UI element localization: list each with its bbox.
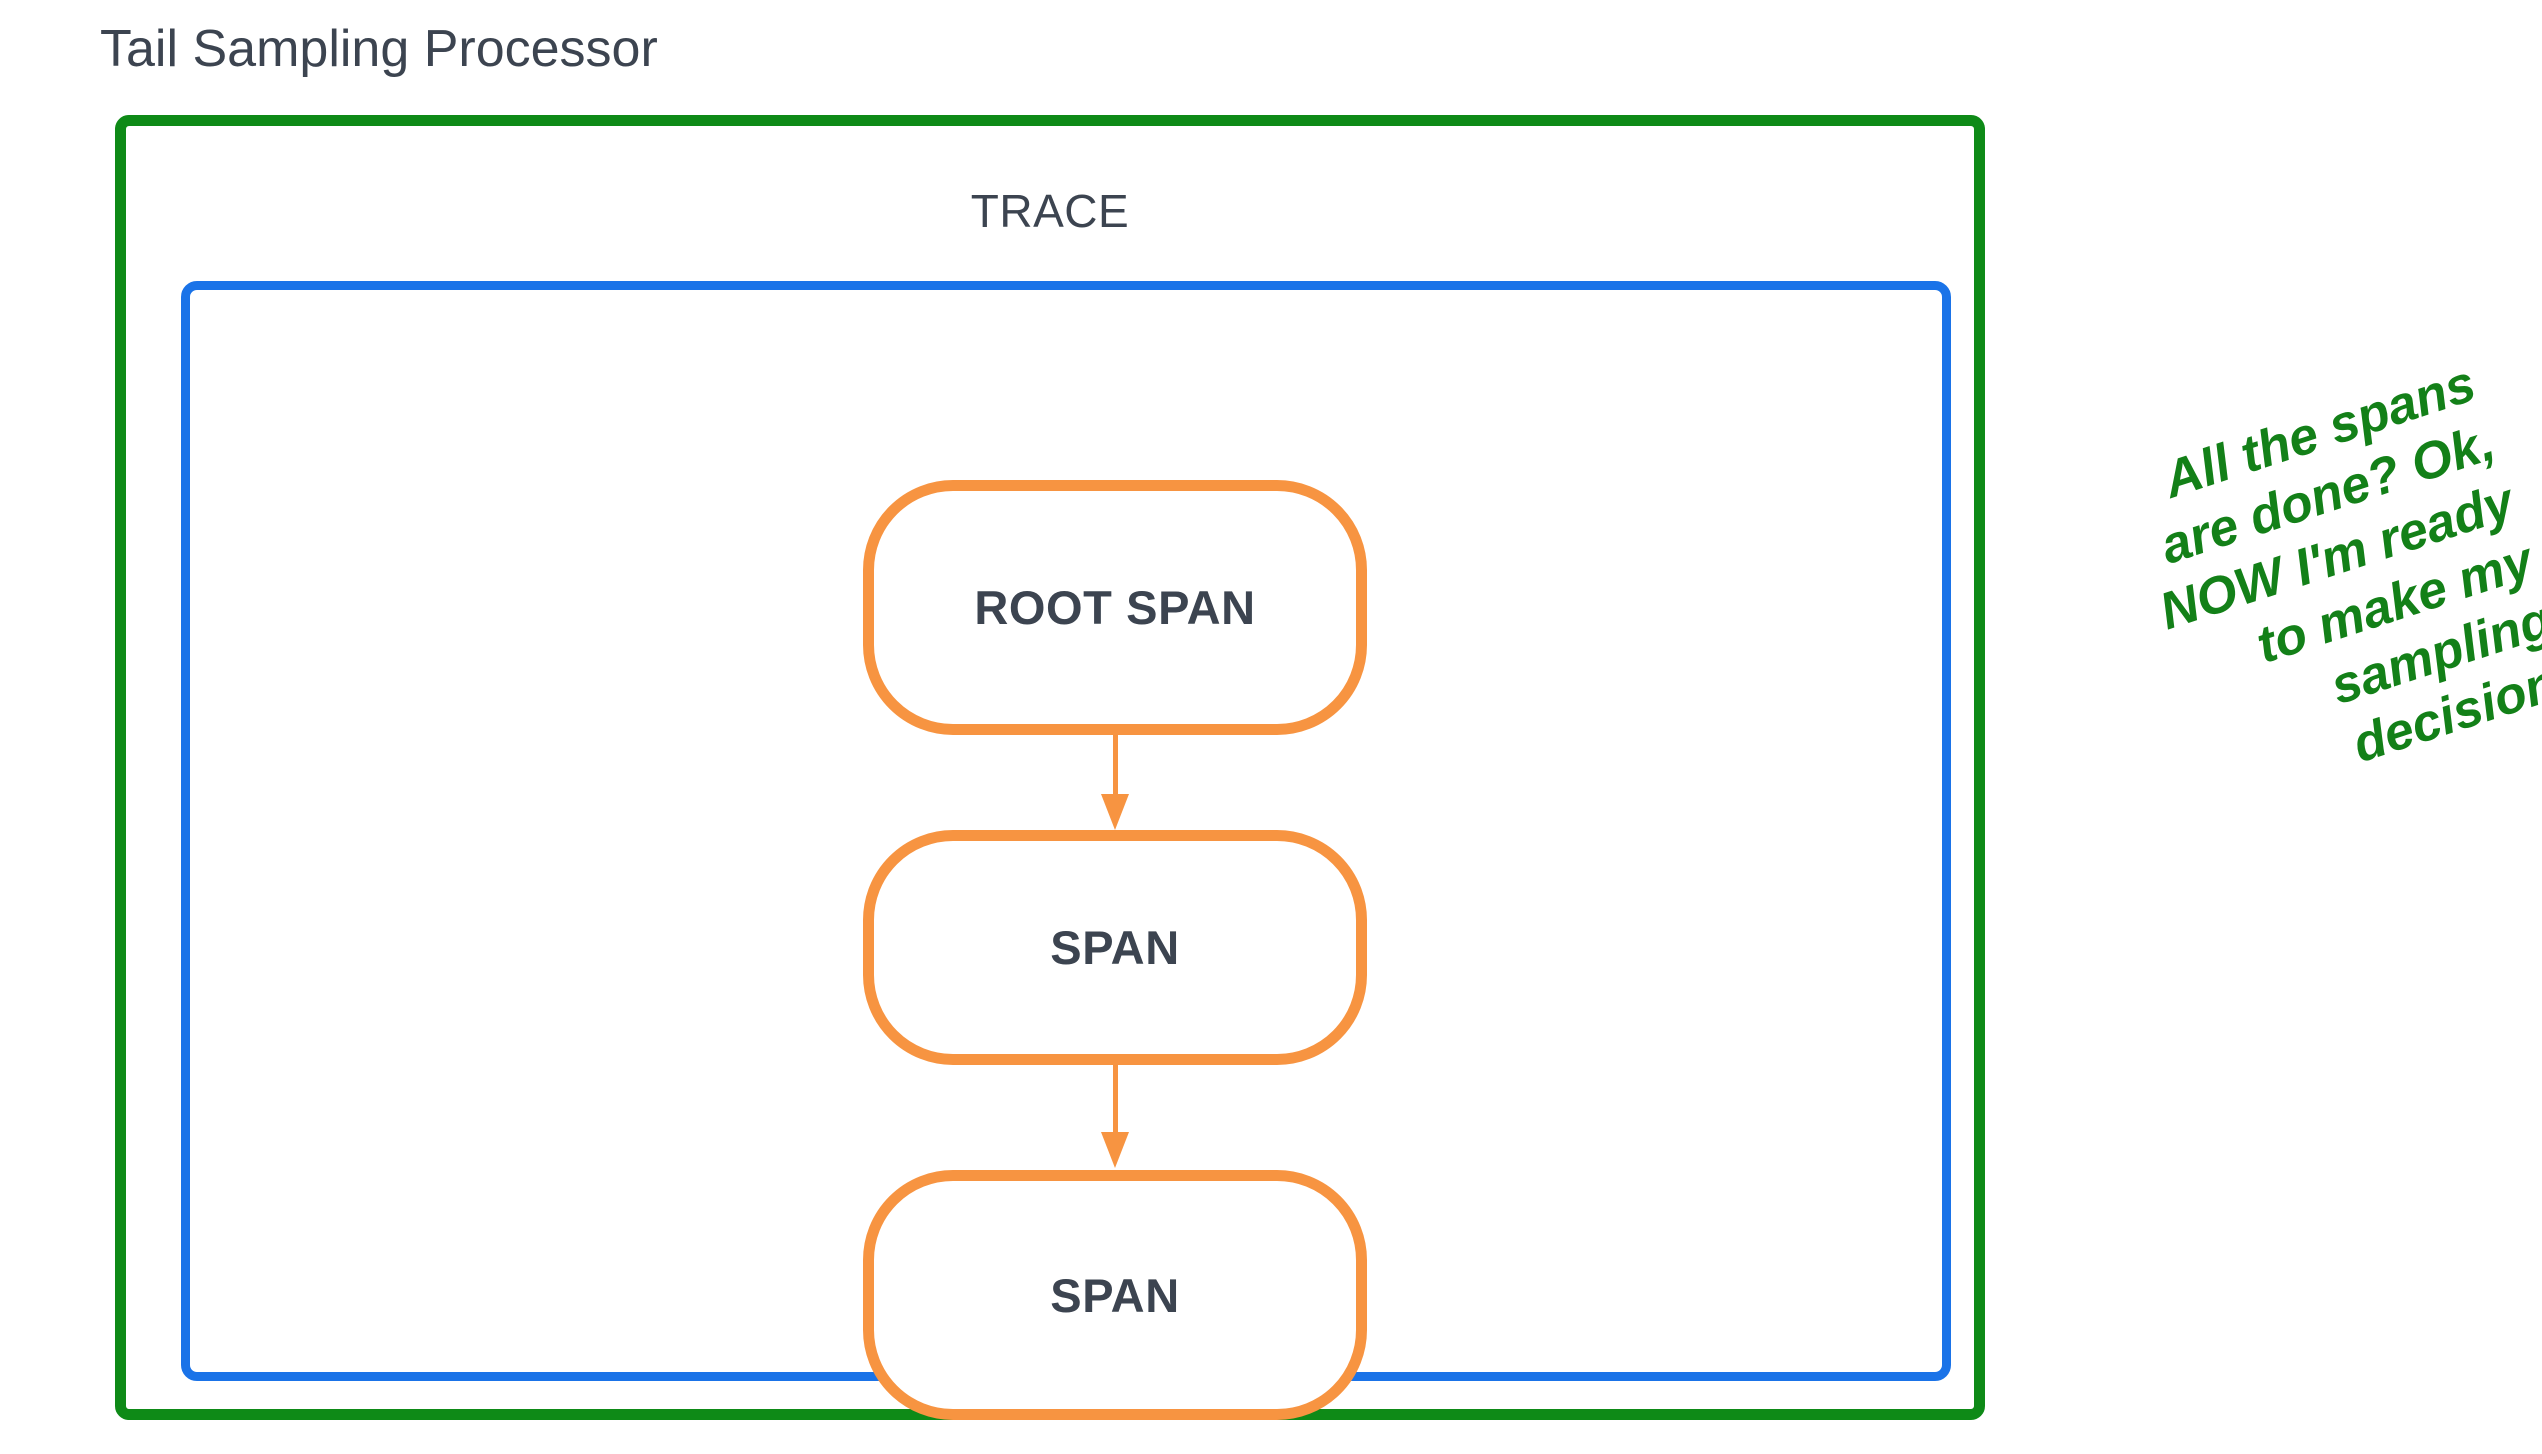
span-node-middle-label: SPAN <box>1050 921 1180 974</box>
span-node-root-label: ROOT SPAN <box>974 581 1256 634</box>
page-title: Tail Sampling Processor <box>100 20 658 78</box>
tail-sampling-processor-box: TRACE ROOT SPAN SPAN SPAN <box>115 115 1985 1420</box>
span-node-leaf[interactable]: SPAN <box>863 1170 1367 1420</box>
trace-box: ROOT SPAN SPAN SPAN <box>181 281 1951 1420</box>
span-node-middle[interactable]: SPAN <box>863 830 1367 1065</box>
span-node-leaf-label: SPAN <box>1050 1268 1180 1322</box>
arrow-down-icon-span-to-span <box>1095 1065 1135 1170</box>
arrow-head <box>1101 794 1129 830</box>
annotation-callout: All the spans are done? Ok, NOW I'm read… <box>1931 353 2542 880</box>
arrow-shaft <box>1113 1065 1118 1133</box>
trace-label: TRACE <box>970 185 1130 237</box>
arrow-head <box>1101 1132 1129 1168</box>
arrow-down-icon-root-to-span <box>1095 735 1135 830</box>
span-node-root[interactable]: ROOT SPAN <box>863 480 1367 735</box>
arrow-shaft <box>1113 735 1118 795</box>
